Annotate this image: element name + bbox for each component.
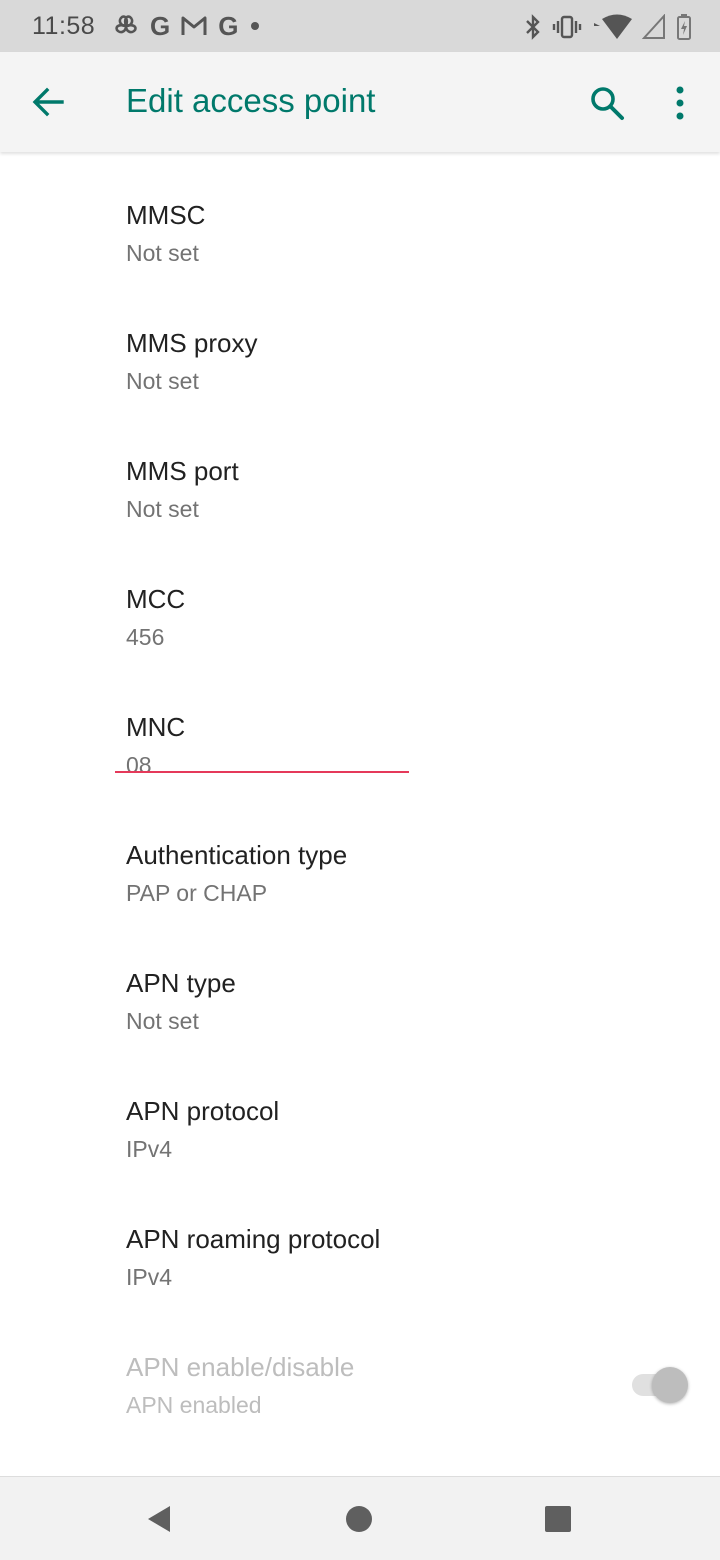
pref-apn-protocol[interactable]: APN protocol IPv4 [0,1048,720,1176]
page-title: Edit access point [126,82,376,119]
pref-apn-type[interactable]: APN type Not set [0,920,720,1048]
pinwheel-icon [115,15,137,34]
pref-title: Authentication type [126,840,348,870]
pref-mmsc[interactable]: MMSC Not set [0,152,720,280]
pref-title: APN type [126,968,236,998]
pref-summary: IPv4 [126,1264,173,1290]
pref-title: MMS port [126,456,239,486]
navigation-bar [0,1476,720,1560]
system-icons [524,12,692,42]
pref-apn-roaming-protocol[interactable]: APN roaming protocol IPv4 [0,1176,720,1304]
pref-title: MMS proxy [126,328,258,358]
pref-title: APN roaming protocol [126,1224,381,1254]
focus-underline [115,771,409,773]
back-triangle-icon[interactable] [144,1503,176,1535]
notification-icons: G G [112,10,262,42]
apn-enable-switch [632,1366,688,1404]
dot-icon [251,22,260,30]
switch-thumb [652,1367,688,1403]
pref-mms-proxy[interactable]: MMS proxy Not set [0,280,720,408]
pref-apn-enable-disable: APN enable/disable APN enabled [0,1304,720,1432]
pref-summary: Not set [126,240,199,266]
back-arrow-icon[interactable] [30,84,66,120]
signal-icon [642,14,665,39]
gmail-icon [181,16,207,35]
bluetooth-icon [526,14,540,40]
google-icon: G [150,11,171,41]
pref-summary: Not set [126,1008,199,1034]
pref-summary: PAP or CHAP [126,880,268,906]
pref-title: MCC [126,584,186,614]
preference-list: MMSC Not set MMS proxy Not set MMS port … [0,152,720,1432]
vibrate-icon [552,15,582,39]
pref-mnc[interactable]: MNC 08 [0,664,720,792]
pref-title: MNC [126,712,186,742]
pref-title: APN protocol [126,1096,280,1126]
pref-summary: APN enabled [126,1392,262,1418]
search-icon[interactable] [588,84,626,122]
pref-mms-port[interactable]: MMS port Not set [0,408,720,536]
pref-mcc[interactable]: MCC 456 [0,536,720,664]
pref-summary: Not set [126,368,199,394]
status-time: 11:58 [32,12,96,40]
recents-square-icon[interactable] [542,1503,574,1535]
pref-authentication-type[interactable]: Authentication type PAP or CHAP [0,792,720,920]
google-icon: G [218,11,239,41]
pref-summary: IPv4 [126,1136,173,1162]
pref-title: APN enable/disable [126,1352,355,1382]
battery-icon [677,14,691,40]
more-options-icon[interactable] [666,86,694,120]
pref-summary: 456 [126,624,165,650]
pref-summary: 08 [126,752,152,778]
pref-title: MMSC [126,200,206,230]
app-toolbar: Edit access point [0,52,720,152]
pref-summary: Not set [126,496,199,522]
wifi-icon [594,14,632,39]
home-circle-icon[interactable] [343,1503,375,1535]
status-bar: 11:58 G G [0,0,720,52]
